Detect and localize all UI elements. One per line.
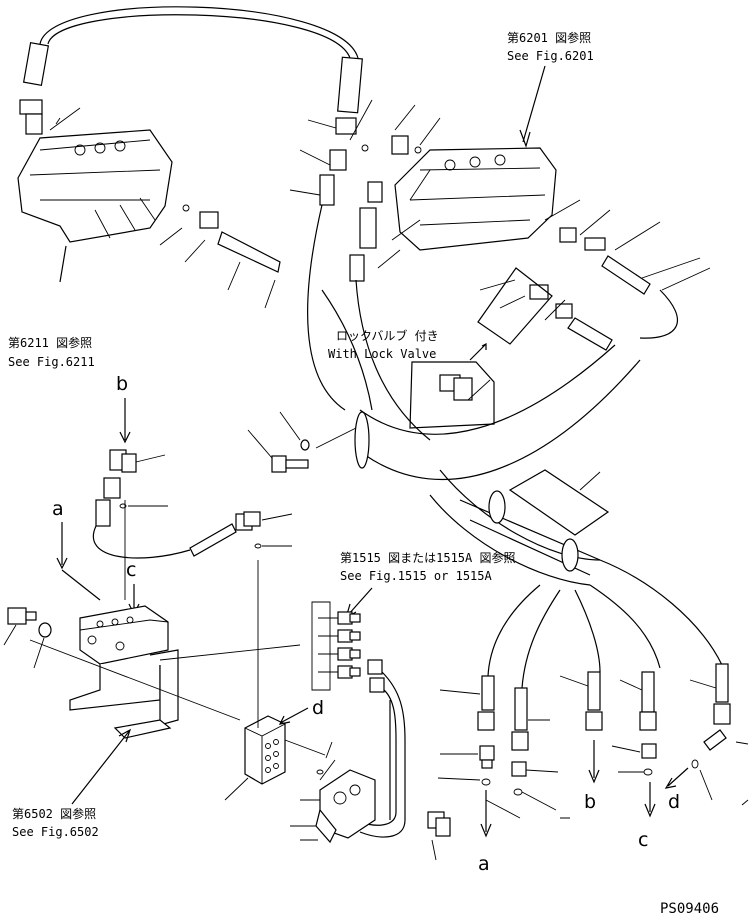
hose-long-2 <box>355 279 431 441</box>
ref-fig1515-en: See Fig.1515 or 1515A <box>340 569 492 583</box>
hose-end-1 <box>437 675 495 786</box>
label-a-bottom: a <box>478 853 490 875</box>
ref-fig6211-en: See Fig.6211 <box>8 355 95 369</box>
lock-valve-fittings <box>477 267 613 351</box>
hose-fitting-upper-center <box>319 56 363 206</box>
lock-valve-label-jp: ロックバルブ 付き <box>336 328 439 343</box>
manifold-block-d <box>224 560 286 801</box>
label-b-top: b <box>116 373 128 395</box>
lock-valve-detail <box>409 343 495 429</box>
hose-end-4 <box>611 671 657 776</box>
ref-fig6211-jp: 第6211 図参照 <box>8 335 92 350</box>
ref-fig6201-en: See Fig.6201 <box>507 49 594 63</box>
label-a-left: a <box>52 498 64 520</box>
lock-valve-label-en: With Lock Valve <box>328 347 436 361</box>
bolt-middle <box>247 411 357 473</box>
center-fittings <box>349 104 441 282</box>
hoses-left-valve <box>159 204 281 309</box>
hose-long-1 <box>307 204 346 411</box>
label-d-center: d <box>312 697 324 719</box>
valve-assembly-bottom <box>290 759 451 861</box>
hose-end-2 <box>511 687 570 819</box>
figure-code: PS09406 <box>660 901 719 917</box>
fitting-right-of-b <box>189 511 293 557</box>
manifold-block-left <box>3 605 301 739</box>
connector-stack <box>311 601 385 693</box>
control-valve-left <box>17 129 173 283</box>
control-valve-right <box>394 147 557 251</box>
fitting-b <box>95 449 168 527</box>
hose-right-valve <box>544 199 711 339</box>
fitting-left-top <box>19 42 50 135</box>
ref-fig1515-jp: 第1515 図または1515A 図参照 <box>340 550 515 565</box>
ref-fig6502-en: See Fig.6502 <box>12 825 99 839</box>
label-c-left: c <box>126 559 136 581</box>
hose-top-loop <box>39 6 359 59</box>
label-d-bottom: d <box>668 791 680 813</box>
label-b-bottom: b <box>584 791 596 813</box>
ref-fig6502-jp: 第6502 図参照 <box>12 806 96 821</box>
hose-end-5 <box>689 663 749 806</box>
pipe-bundle <box>354 344 723 689</box>
ref-fig6201-jp: 第6201 図参照 <box>507 30 591 45</box>
label-c-bottom: c <box>638 829 648 851</box>
hose-end-3 <box>559 671 603 731</box>
